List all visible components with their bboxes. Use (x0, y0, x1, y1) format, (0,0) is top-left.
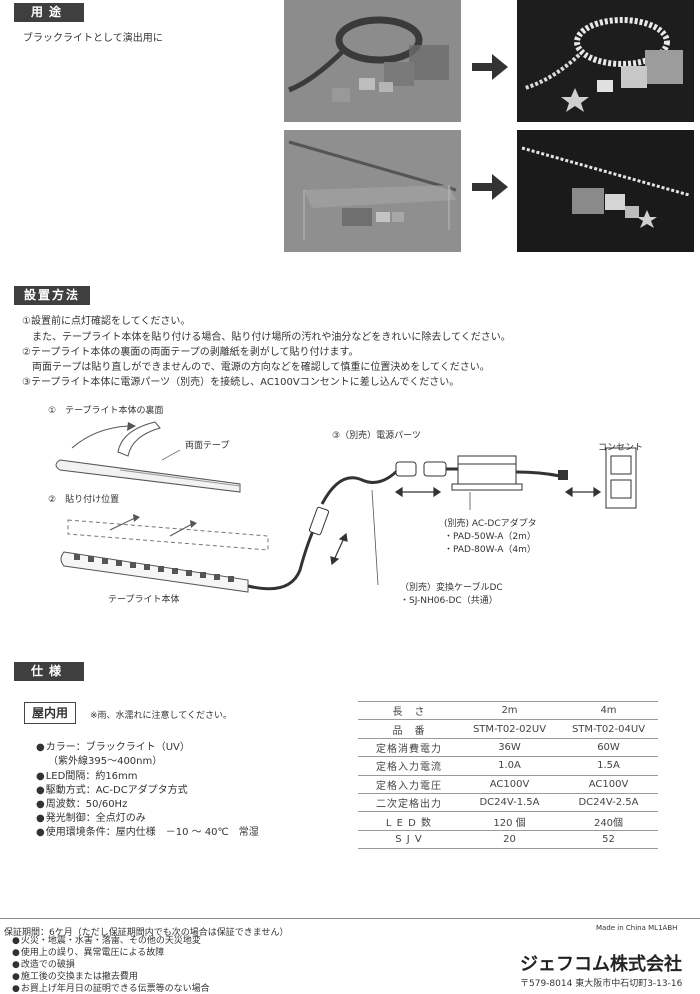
warranty-item: 施工後の交換または撤去費用 (12, 972, 138, 982)
indoor-badge: 屋内用 (24, 702, 76, 724)
made-in-label: Made in China ML1ABH (596, 924, 678, 932)
photo-case-off (284, 130, 461, 252)
install-step-3: ③テープライト本体に電源パーツ（別売）を接続し、AC100Vコンセントに差し込ん… (22, 377, 460, 388)
spec-wavelength: （紫外線395～400nm） (48, 756, 163, 767)
warranty-item: 使用上の誤り、異常電圧による故障 (12, 948, 164, 958)
photo-tape-on (517, 0, 694, 122)
footer-divider (0, 918, 700, 919)
spec-frequency: 周波数：50/60Hz (36, 795, 128, 810)
install-step-1-note: また、テープライト本体を貼り付ける場合、貼り付け場所の汚れや油分などをきれいに除… (22, 332, 511, 343)
diagram-label-adapter-80w: ・PAD-80W-A（4m） (444, 545, 536, 555)
diagram-label-back: ① テープライト本体の裏面 (48, 406, 164, 416)
indoor-note: ※雨、水濡れに注意してください。 (90, 711, 233, 721)
usage-caption: ブラックライトとして演出用に (23, 33, 163, 44)
diagram-label-position: ② 貼り付け位置 (48, 495, 120, 505)
spec-section-header: 仕様 (14, 662, 84, 681)
warranty-item: 改造での破損 (12, 960, 75, 970)
install-step-2: ②テープライト本体の裏面の両面テープの剥離紙を剥がして貼り付けます。 (22, 347, 359, 358)
install-section-header: 設置方法 (14, 286, 90, 305)
company-address: 〒579-8014 東大阪市中石切町3-13-16 (520, 979, 683, 989)
arrow-right-icon (472, 54, 508, 80)
usage-section-header: 用途 (14, 3, 84, 22)
photo-tape-off (284, 0, 461, 122)
install-step-2-note: 両面テープは貼り直しができませんので、電源の方向などを確認して慎重に位置決めをし… (22, 362, 490, 373)
warranty-title: 保証期間：6ケ月（ただし保証期間内でも次の場合は保証できません） (4, 928, 289, 938)
diagram-label-power-parts: ③（別売）電源パーツ (332, 431, 421, 441)
company-name: ジェフコム株式会社 (520, 954, 682, 975)
spec-environment: 使用環境条件：屋内仕様 －10 ～ 40℃ 常湿 (36, 823, 259, 838)
install-step-1: ①設置前に点灯確認をしてください。 (22, 316, 191, 327)
diagram-label-adapter: (別売) AC-DCアダプタ (444, 519, 537, 529)
diagram-label-outlet: コンセント (598, 443, 644, 453)
diagram-label-cable: （別売）変換ケーブルDC (400, 583, 503, 593)
arrow-right-icon (472, 174, 508, 200)
install-diagram (55, 421, 637, 593)
spec-color: カラー：ブラックライト（UV） (36, 738, 190, 753)
spec-control: 発光制御：全点灯のみ (36, 809, 146, 824)
photo-case-on (517, 130, 694, 252)
diagram-label-double-tape: 両面テープ (185, 441, 230, 451)
spec-drive: 駆動方式：AC-DCアダプタ方式 (36, 781, 188, 796)
warranty-item: お買上げ年月日の証明できる伝票等のない場合 (12, 984, 210, 994)
warranty-item: 火災・地震・水害・落雷、その他の天災地変 (12, 936, 201, 946)
diagram-label-cable-model: ・SJ-NH06-DC（共通） (400, 596, 498, 606)
spec-led-pitch: LED間隔：約16mm (36, 767, 138, 782)
diagram-label-adapter-50w: ・PAD-50W-A（2m） (444, 532, 536, 542)
diagram-label-tape-body: テープライト本体 (108, 595, 180, 605)
